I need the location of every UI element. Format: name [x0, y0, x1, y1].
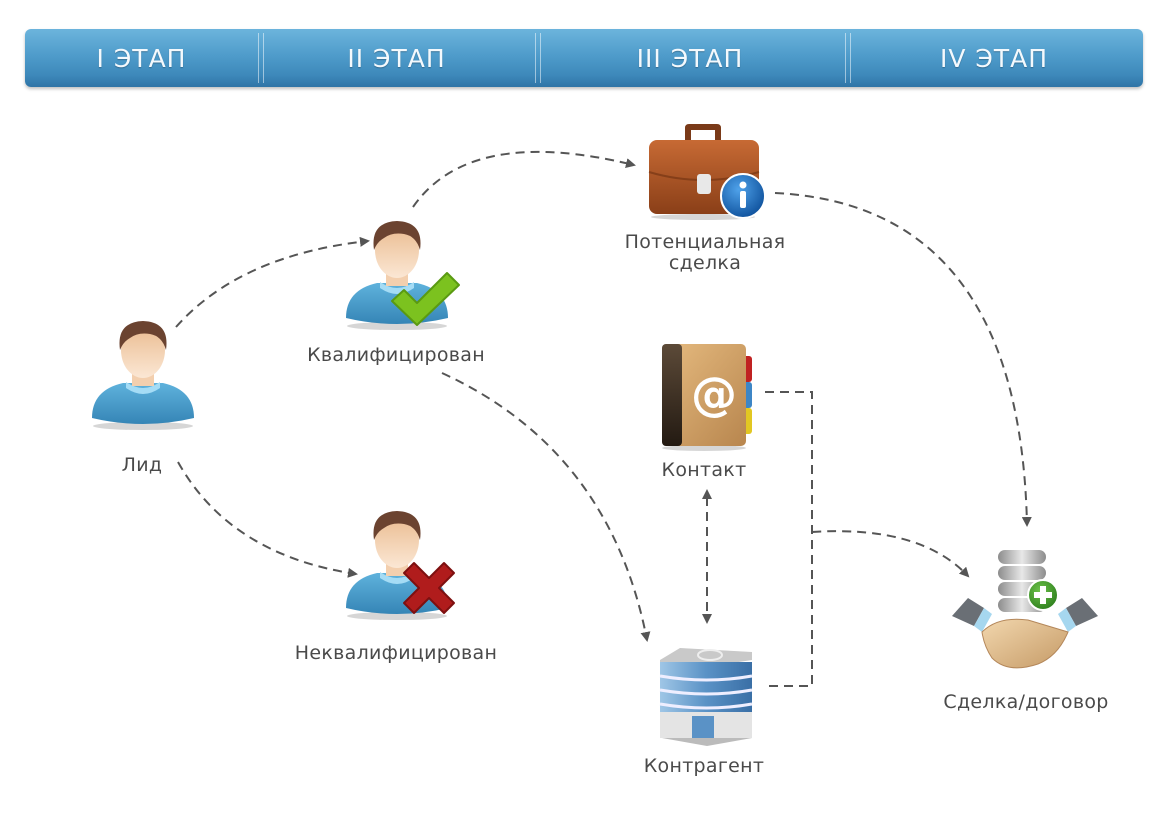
node-contact[interactable]: @ — [660, 342, 760, 452]
edge-bracket-deal — [811, 530, 970, 578]
node-qualified[interactable] — [342, 213, 462, 333]
user-check-icon — [346, 221, 460, 330]
edge-lead-unqualified — [177, 461, 358, 578]
stage-3: III ЭТАП — [535, 29, 845, 87]
address-book-icon: @ — [662, 344, 752, 451]
label-opportunity-line1: Потенциальная — [624, 231, 786, 253]
node-deal[interactable] — [948, 546, 1103, 681]
node-opportunity[interactable] — [645, 122, 770, 222]
user-cross-icon — [346, 511, 455, 620]
svg-text:@: @ — [691, 367, 737, 421]
edge-lead-qualified — [175, 236, 370, 328]
node-account[interactable] — [652, 638, 762, 748]
label-qualified: Квалифицирован — [307, 344, 485, 366]
label-account: Контрагент — [643, 755, 765, 777]
label-unqualified: Неквалифицирован — [294, 642, 498, 664]
label-opportunity: Потенциальная сделка — [625, 232, 786, 274]
edge-opportunity-deal — [774, 192, 1032, 527]
building-icon — [659, 648, 753, 746]
stage-1: I ЭТАП — [96, 43, 187, 73]
user-icon — [92, 321, 194, 430]
edge-qualified-account — [441, 372, 651, 642]
node-lead[interactable] — [88, 318, 198, 433]
label-lead: Лид — [121, 454, 163, 476]
edge-contact-bracket — [765, 391, 813, 687]
stage-2: II ЭТАП — [258, 29, 535, 87]
label-deal: Сделка/договор — [943, 691, 1109, 713]
briefcase-info-icon — [648, 124, 766, 220]
edge-qualified-opportunity — [412, 150, 636, 208]
label-opportunity-line2: сделка — [668, 252, 742, 274]
node-unqualified[interactable] — [342, 503, 462, 623]
stage-header-bar: I ЭТАП II ЭТАП III ЭТАП IV ЭТАП — [25, 29, 1143, 87]
stage-4: IV ЭТАП — [845, 29, 1143, 87]
label-contact: Контакт — [661, 459, 747, 481]
handshake-database-icon — [952, 550, 1098, 669]
